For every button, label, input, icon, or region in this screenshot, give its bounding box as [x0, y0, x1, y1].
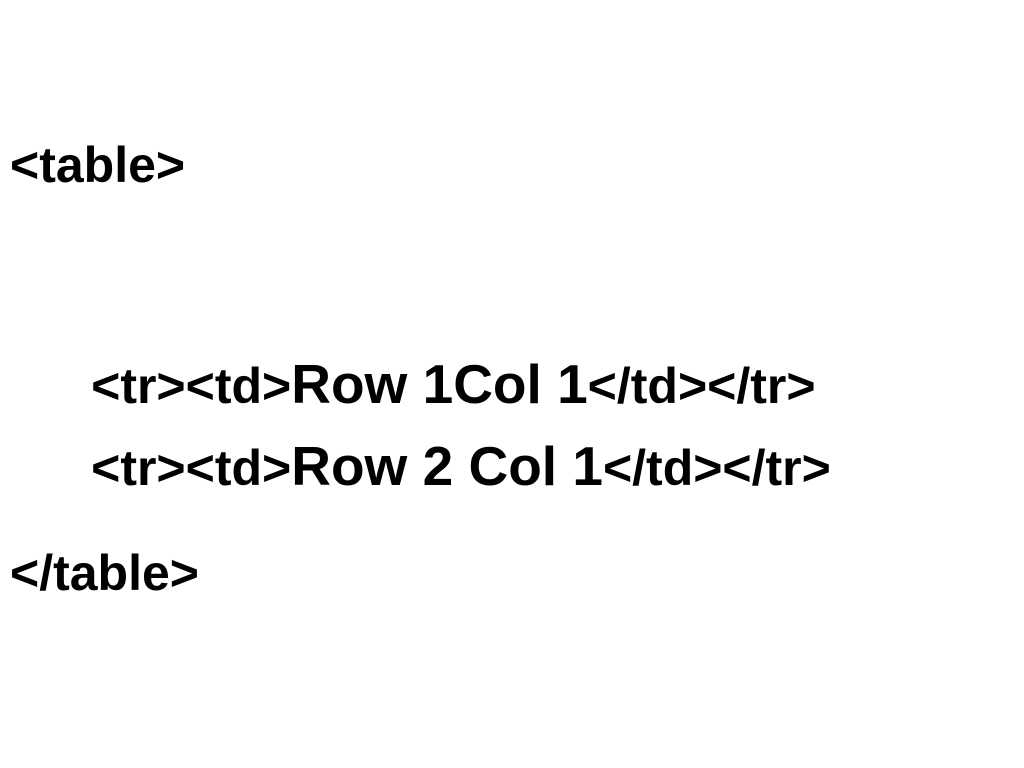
- row-1-code-line: <tr><td>Row 1Col 1</td></tr>: [30, 302, 816, 467]
- row-2-close-tags: </td></tr>: [602, 440, 831, 496]
- row-2-cell-text: Row 2 Col 1: [291, 435, 603, 497]
- table-close-tag: </table>: [10, 545, 199, 601]
- row-1-open-tags: <tr><td>: [91, 358, 292, 414]
- row-1-close-tags: </td></tr>: [587, 358, 816, 414]
- row-2-open-tags: <tr><td>: [91, 440, 292, 496]
- row-1-cell-text: Row 1Col 1: [291, 353, 588, 415]
- row-2-code-line: <tr><td>Row 2 Col 1</td></tr>: [30, 384, 831, 549]
- table-open-tag: <table>: [10, 137, 186, 193]
